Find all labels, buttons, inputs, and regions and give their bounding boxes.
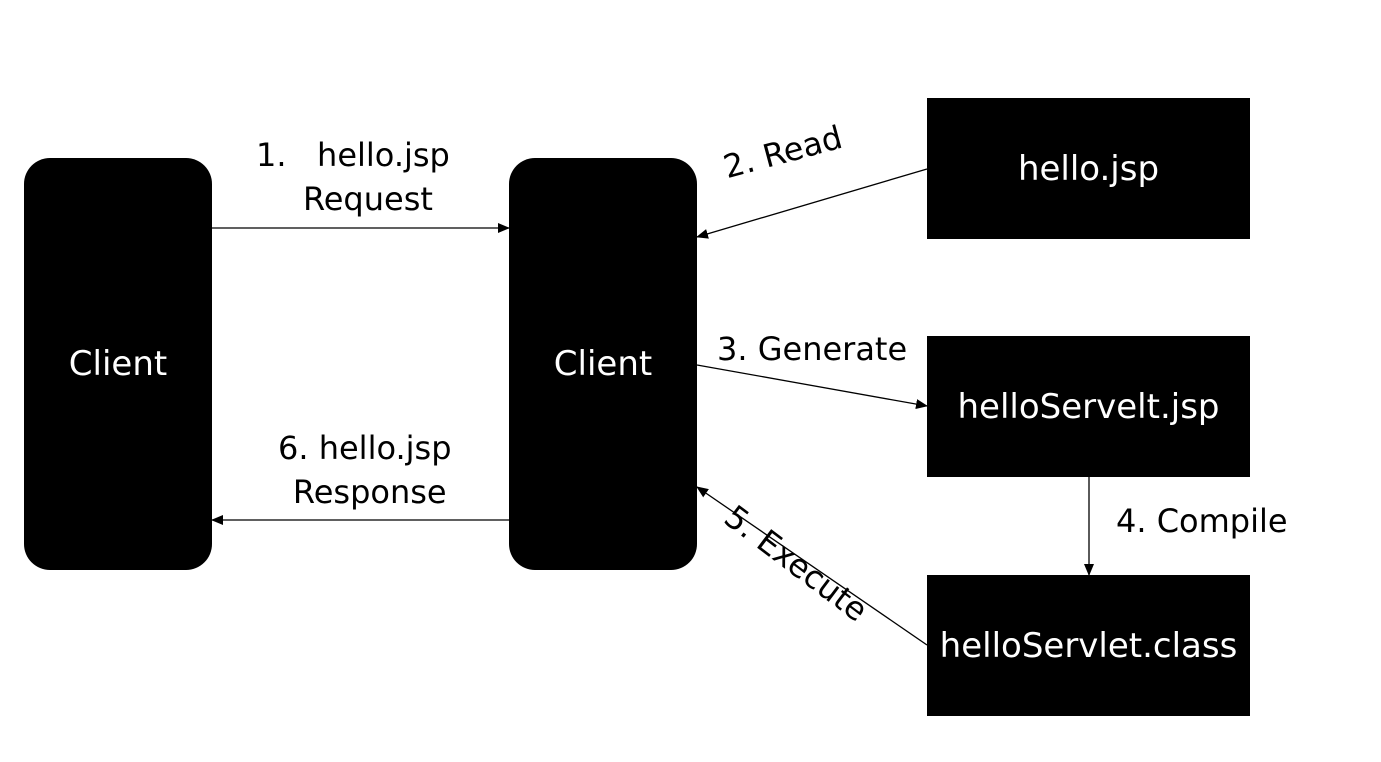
hello-jsp-node: hello.jsp — [927, 98, 1250, 239]
hello-servelt-jsp-node: helloServelt.jsp — [927, 336, 1250, 477]
compile-edge-label: 4. Compile — [1116, 502, 1288, 540]
response-label-line2: Response — [292, 473, 447, 511]
client-mid-node: Client — [509, 158, 697, 570]
hello-jsp-label: hello.jsp — [1017, 148, 1160, 189]
request-label-line2: Request — [302, 180, 433, 218]
response-label-line1: 6. hello.jsp — [278, 429, 452, 467]
hello-servelt-jsp-label: helloServelt.jsp — [957, 386, 1220, 427]
hello-servlet-class-label: helloServlet.class — [939, 625, 1238, 666]
execute-arrow — [696, 486, 928, 646]
request-label-line1: 1. hello.jsp — [256, 136, 450, 174]
request-edge-label: 1. hello.jsp Request — [256, 133, 450, 221]
client-mid-label: Client — [553, 344, 653, 384]
generate-edge-label: 3. Generate — [717, 330, 908, 368]
generate-arrow — [696, 364, 928, 409]
hello-servlet-class-node: helloServlet.class — [927, 575, 1250, 716]
response-edge-label: 6. hello.jsp Response — [278, 426, 452, 514]
client-left-node: Client — [24, 158, 212, 570]
client-left-label: Client — [68, 344, 168, 384]
read-arrow — [696, 168, 928, 239]
